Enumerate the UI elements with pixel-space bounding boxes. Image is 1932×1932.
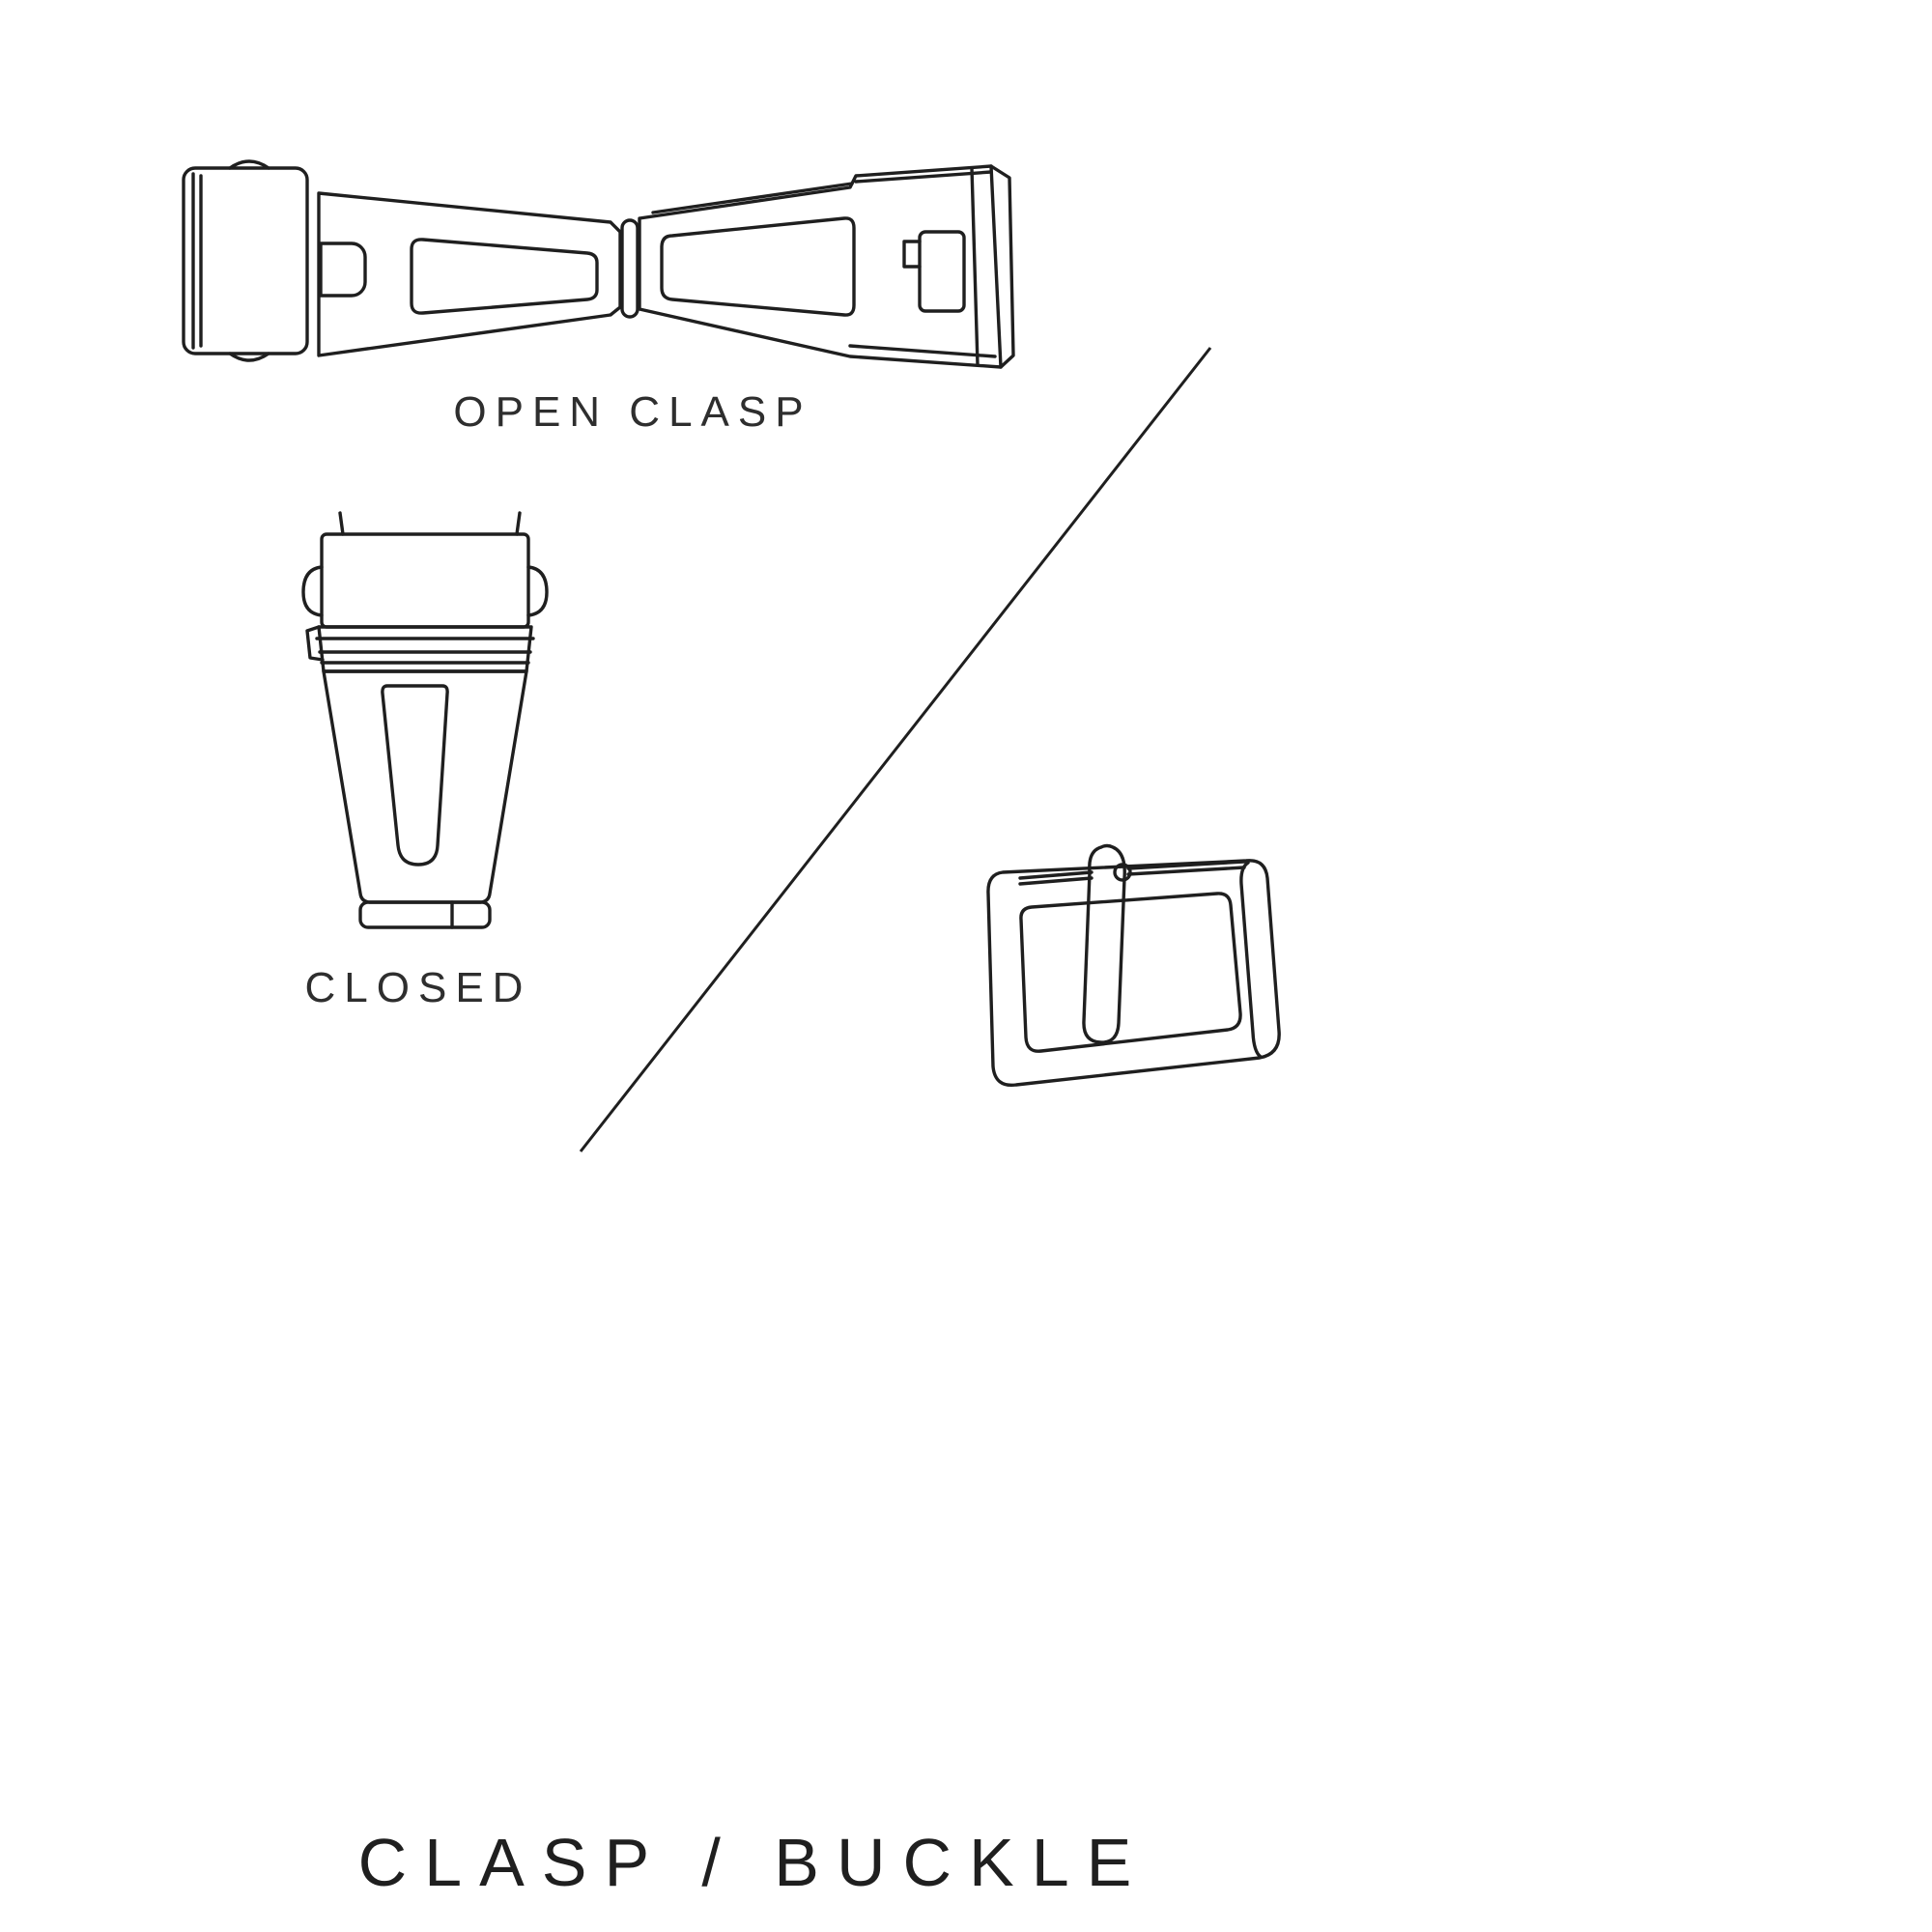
open-clasp-illustration bbox=[174, 143, 1024, 404]
open-clasp-left-arm bbox=[317, 191, 622, 357]
closed-clasp-label: CLOSED bbox=[304, 964, 532, 1011]
buckle-pin bbox=[1082, 843, 1126, 1044]
closed-clasp-prongs bbox=[338, 511, 522, 536]
open-clasp-drawing bbox=[182, 159, 1015, 369]
closed-clasp-body bbox=[322, 669, 528, 904]
open-clasp-label: OPEN CLASP bbox=[453, 388, 812, 436]
closed-clasp-band bbox=[305, 625, 535, 673]
closed-clasp-foot bbox=[358, 900, 492, 929]
page-title: CLASP / BUCKLE bbox=[357, 1825, 1150, 1900]
buckle-bar bbox=[1018, 860, 1246, 886]
open-clasp-right-arm bbox=[638, 164, 1015, 369]
closed-clasp-illustration bbox=[290, 507, 560, 942]
open-clasp-hinge bbox=[620, 218, 639, 319]
closed-clasp-top-block bbox=[301, 532, 549, 629]
buckle-frame bbox=[986, 859, 1281, 1088]
pin-buckle-illustration bbox=[956, 836, 1294, 1116]
open-clasp-left-link bbox=[182, 159, 309, 362]
pin-buckle-drawing bbox=[986, 843, 1281, 1088]
closed-clasp-drawing bbox=[301, 511, 549, 929]
